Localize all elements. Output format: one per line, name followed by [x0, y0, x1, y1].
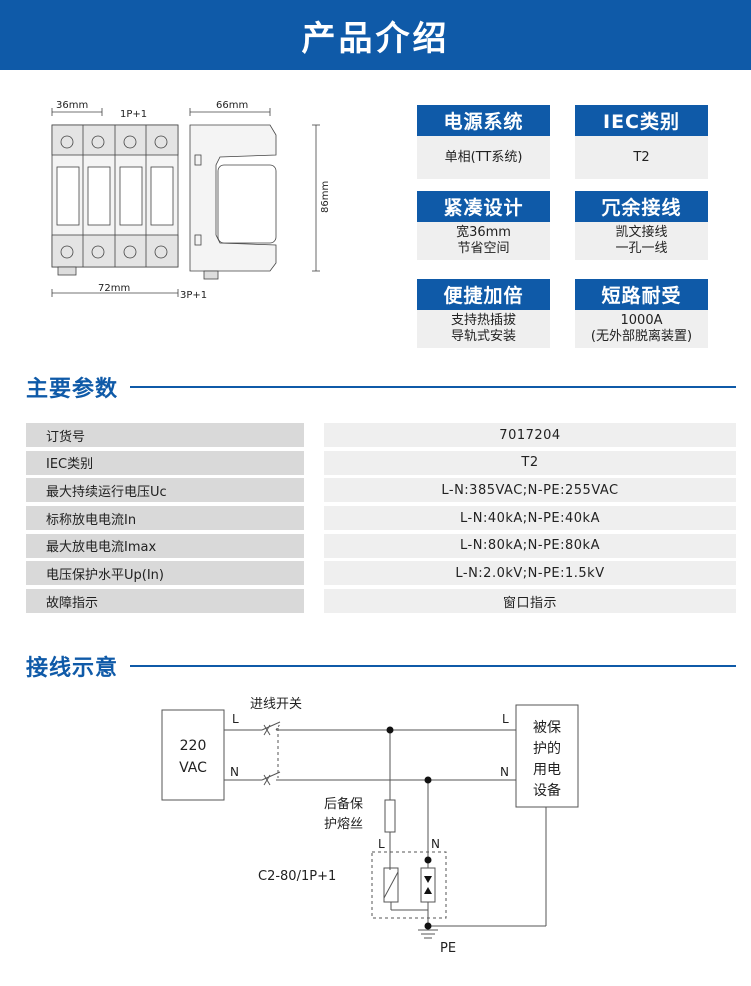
param-key: 最大放电电流Imax — [26, 533, 304, 558]
wiring-diagram: 220 VAC 进线开关 L N L N 被保 护的 用电 设备 后备保 护熔丝… — [161, 697, 579, 956]
feature-card-convenience: 便捷加倍 支持热插拔 导轨式安装 — [417, 279, 550, 348]
param-value: 7017204 — [324, 423, 736, 447]
fuse-label-2: 护熔丝 — [324, 817, 363, 832]
dim-86mm-label: 86mm — [320, 181, 331, 213]
page-header: 产品介绍 — [0, 0, 751, 70]
spd-module — [371, 851, 447, 919]
feature-line: 单相(TT系统) — [444, 149, 523, 165]
dim-72mm-label: 72mm — [98, 283, 130, 294]
param-value: L-N:80kA;N-PE:80kA — [324, 533, 736, 558]
table-row: 标称放电电流In L-N:40kA;N-PE:40kA — [26, 506, 736, 531]
table-row: IEC类别 T2 — [26, 450, 736, 475]
feature-title: 短路耐受 — [575, 279, 708, 310]
device-label-3: 用电 — [533, 762, 561, 778]
feature-line: 支持热插拔 — [450, 313, 516, 328]
protected-device-box — [515, 704, 579, 808]
param-value: L-N:40kA;N-PE:40kA — [324, 506, 736, 531]
wiring-section-title: 接线示意 — [26, 656, 119, 681]
junction-dot — [424, 856, 432, 864]
dim-66mm-label: 66mm — [216, 100, 248, 111]
params-table: 订货号 7017204 IEC类别 T2 最大持续运行电压Uc L-N:385V… — [26, 423, 736, 617]
feature-line: 凯文接线 — [615, 225, 668, 240]
spd-model-label: C2-80/1P+1 — [258, 869, 336, 884]
device-label-1: 被保 — [533, 720, 561, 736]
param-value: L-N:2.0kV;N-PE:1.5kV — [324, 561, 736, 586]
feature-body: 单相(TT系统) — [417, 136, 550, 179]
device-label-2: 护的 — [533, 741, 561, 757]
param-key: 最大持续运行电压Uc — [26, 478, 304, 503]
product-dimension-drawing: 36mm 1P+1 66mm 86mm 72mm 3P+1 — [51, 100, 331, 301]
param-key: 订货号 — [26, 423, 304, 447]
page-title: 产品介绍 — [301, 18, 450, 59]
dim-3p1-label: 3P+1 — [180, 290, 207, 301]
feature-body: 支持热插拔 导轨式安装 — [417, 310, 550, 348]
feature-line: 一孔一线 — [615, 241, 668, 256]
dim-1p1-label: 1P+1 — [120, 109, 147, 120]
table-row: 订货号 7017204 — [26, 423, 736, 447]
feature-title: IEC类别 — [575, 105, 708, 136]
feature-card-short-circuit: 短路耐受 1000A (无外部脱离装置) — [575, 279, 708, 348]
junction-dot — [424, 776, 432, 784]
feature-body: 凯文接线 一孔一线 — [575, 222, 708, 260]
junction-dot — [424, 922, 432, 930]
feature-body: 宽36mm 节省空间 — [417, 222, 550, 260]
line-l-label: L — [232, 712, 239, 726]
feature-line: 导轨式安装 — [450, 329, 516, 344]
params-section-title: 主要参数 — [26, 377, 119, 402]
param-key: 故障指示 — [26, 589, 304, 614]
pe-label: PE — [440, 941, 456, 956]
table-row: 最大放电电流Imax L-N:80kA;N-PE:80kA — [26, 533, 736, 558]
device-l-label: L — [502, 712, 509, 726]
feature-card-compact: 紧凑设计 宽36mm 节省空间 — [417, 191, 550, 260]
param-key: IEC类别 — [26, 450, 304, 475]
switch-label: 进线开关 — [250, 697, 302, 712]
wiring-section-heading: 接线示意 — [26, 650, 736, 682]
feature-card-iec-class: IEC类别 T2 — [575, 105, 708, 179]
feature-body: T2 — [575, 136, 708, 179]
junction-dot — [386, 726, 394, 734]
backup-fuse — [384, 799, 396, 833]
param-value: T2 — [324, 450, 736, 475]
feature-line: 节省空间 — [457, 241, 510, 256]
line-n-label: N — [230, 765, 239, 779]
feature-body: 1000A (无外部脱离装置) — [575, 310, 708, 348]
source-type: VAC — [179, 760, 207, 776]
feature-card-redundant-wiring: 冗余接线 凯文接线 一孔一线 — [575, 191, 708, 260]
device-label-4: 设备 — [533, 782, 561, 799]
param-value: L-N:385VAC;N-PE:255VAC — [324, 478, 736, 503]
spd-l-label: L — [378, 837, 385, 851]
section-divider — [130, 665, 736, 667]
feature-title: 便捷加倍 — [417, 279, 550, 310]
table-row: 最大持续运行电压Uc L-N:385VAC;N-PE:255VAC — [26, 478, 736, 503]
param-key: 电压保护水平Up(In) — [26, 561, 304, 586]
feature-line: 1000A — [620, 313, 663, 328]
feature-line: (无外部脱离装置) — [590, 329, 693, 344]
feature-line: T2 — [633, 149, 650, 165]
table-row: 故障指示 窗口指示 — [26, 589, 736, 614]
param-value: 窗口指示 — [324, 589, 736, 614]
spd-n-label: N — [431, 837, 440, 851]
section-divider — [130, 386, 736, 388]
feature-title: 电源系统 — [417, 105, 550, 136]
params-section-heading: 主要参数 — [26, 371, 736, 403]
feature-title: 紧凑设计 — [417, 191, 550, 222]
table-row: 电压保护水平Up(In) L-N:2.0kV;N-PE:1.5kV — [26, 561, 736, 586]
feature-line: 宽36mm — [456, 225, 511, 240]
feature-card-power-system: 电源系统 单相(TT系统) — [417, 105, 550, 179]
power-source-box — [161, 709, 225, 801]
device-n-label: N — [500, 765, 509, 779]
fuse-label-1: 后备保 — [324, 796, 363, 812]
dim-36mm-label: 36mm — [56, 100, 88, 111]
gas-discharge-tube-symbol — [420, 867, 436, 903]
param-key: 标称放电电流In — [26, 506, 304, 531]
source-voltage: 220 — [180, 738, 207, 754]
feature-title: 冗余接线 — [575, 191, 708, 222]
